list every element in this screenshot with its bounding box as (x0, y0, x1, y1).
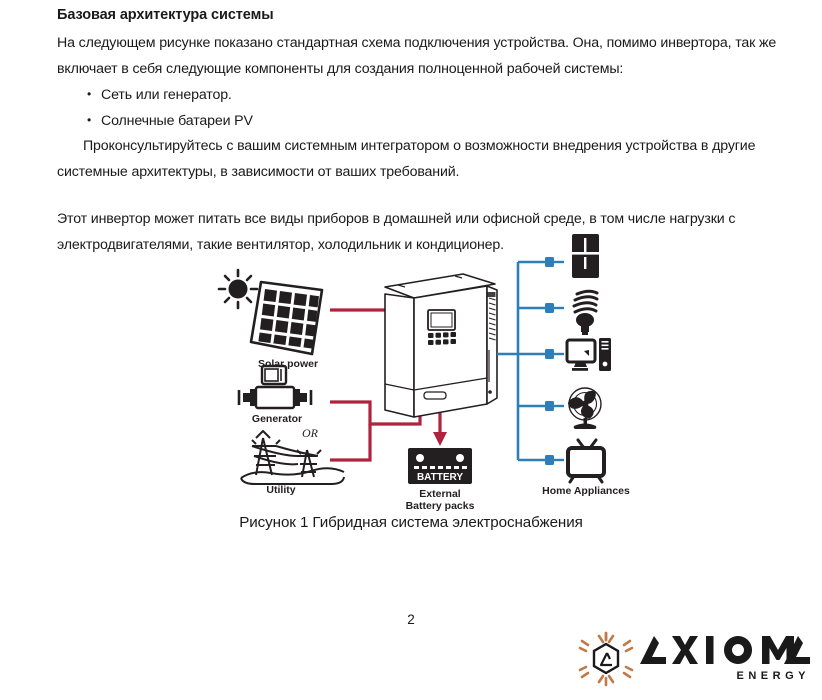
loads-paragraph: Этот инвертор может питать все виды приб… (57, 211, 736, 253)
list-item: Сеть или генератор. (87, 82, 797, 109)
axioma-energy-logo: ENERGY (566, 628, 816, 690)
external-battery-icon: BATTERY (408, 448, 472, 484)
cfl-lamp-icon (572, 289, 599, 335)
sun-burst-icon (578, 631, 634, 687)
refrigerator-icon (572, 234, 599, 278)
integrator-paragraph: Проконсультируйтесь с вашим системным ин… (57, 138, 756, 180)
document-text-body: Базовая архитектура системы На следующем… (57, 5, 797, 258)
solar-panel-icon: Solar power (217, 268, 324, 370)
inverter-device (384, 273, 498, 418)
battery-badge-label: BATTERY (417, 472, 463, 483)
utility-label: Utility (266, 484, 295, 496)
generator-label: Generator (252, 413, 302, 425)
fan-icon (568, 387, 602, 429)
page-title: Базовая архитектура системы (57, 7, 274, 23)
computer-icon (565, 338, 611, 371)
component-list: Сеть или генератор. Солнечные батареи PV (57, 82, 797, 135)
intro-paragraph: На следующем рисунке показано стандартна… (57, 35, 777, 77)
generator-icon: Generator (237, 364, 313, 425)
or-label: OR (302, 426, 319, 440)
logo-tagline: ENERGY (737, 670, 810, 682)
figure-caption: Рисунок 1 Гибридная система электроснабж… (239, 514, 583, 531)
paragraph-spacer (57, 185, 797, 207)
battery-label-line2: Battery packs (406, 500, 475, 512)
logo-wordmark (640, 636, 810, 664)
a-glyph-icon (599, 652, 612, 667)
home-appliances-label: Home Appliances (542, 485, 630, 497)
television-icon (566, 438, 606, 484)
system-architecture-diagram: Solar power Generator OR (0, 232, 822, 522)
plug-connectors (545, 257, 564, 465)
page-number: 2 (407, 612, 415, 627)
battery-label-line1: External (419, 488, 461, 500)
ac-wiring-blue (497, 260, 552, 462)
utility-icon (240, 430, 345, 485)
hexagon-icon (592, 642, 620, 675)
list-item: Солнечные батареи PV (87, 108, 797, 135)
